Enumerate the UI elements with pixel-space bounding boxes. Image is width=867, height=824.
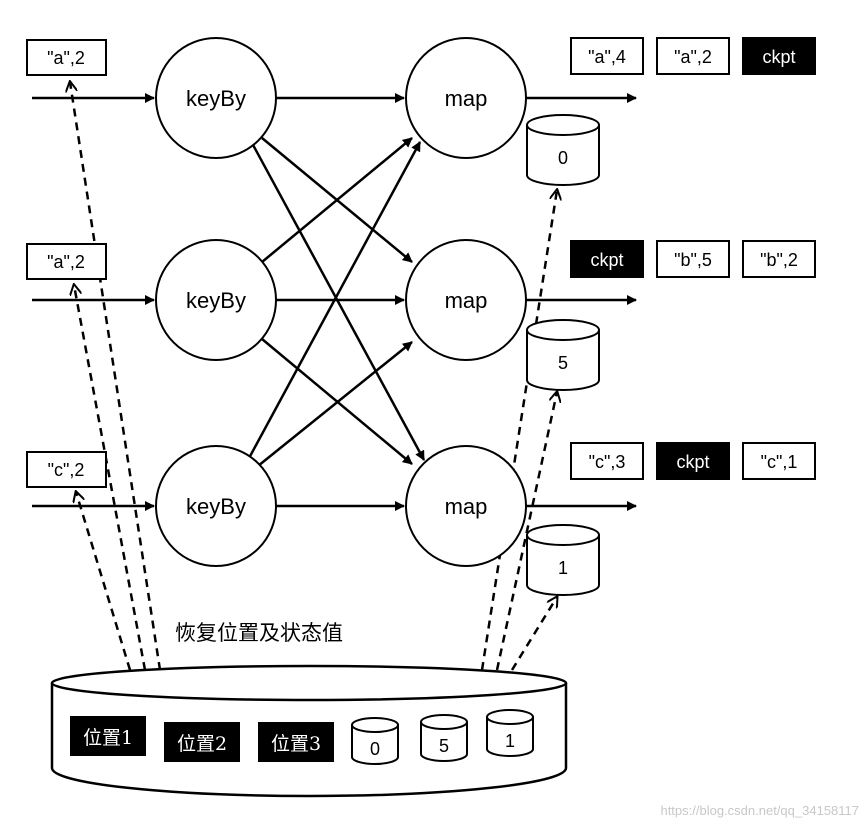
map-node-1-label: map [445, 86, 488, 111]
output-record-3-3-label: "c",1 [761, 452, 798, 472]
restore-arrow-input-3 [76, 492, 132, 671]
output-record-1-2-label: "a",2 [674, 47, 712, 67]
storage-state-0-label: 0 [370, 739, 380, 759]
state-store-1: 1 [526, 524, 600, 596]
output-record-3-2: ckpt [656, 442, 730, 480]
storage-state-5: 5 [420, 714, 468, 762]
restore-arrows [70, 82, 557, 671]
restore-arrow-state-0 [480, 190, 557, 671]
output-record-2-3-label: "b",2 [760, 250, 798, 270]
edge-k1-m3 [250, 142, 426, 461]
watermark-text: https://blog.csdn.net/qq_34158117 [660, 803, 859, 818]
storage-position-1-label: 位置1 [83, 727, 133, 749]
output-record-3-1: "c",3 [570, 442, 644, 480]
map-operators: map map map [405, 37, 527, 567]
map-node-2: map [405, 239, 527, 361]
keyby-node-3-label: keyBy [186, 494, 246, 519]
storage-position-2: 位置2 [164, 722, 240, 762]
restore-arrow-input-2 [74, 285, 147, 671]
state-store-5: 5 [526, 319, 600, 391]
output-record-1-1: "a",4 [570, 37, 644, 75]
storage-state-0: 0 [351, 717, 399, 765]
storage-state-1-label: 1 [505, 731, 515, 751]
storage-position-2-label: 位置2 [177, 733, 227, 755]
restore-arrow-state-1 [510, 597, 557, 671]
output-record-3-3: "c",1 [742, 442, 816, 480]
map-node-3: map [405, 445, 527, 567]
input-record-2: "a",2 [26, 243, 107, 280]
restore-arrow-state-5 [495, 392, 557, 671]
state-store-1-label: 1 [558, 558, 568, 578]
output-record-3-1-label: "c",3 [589, 452, 626, 472]
storage-state-1: 1 [486, 709, 534, 757]
keyby-node-1-label: keyBy [186, 86, 246, 111]
input-records: "a",2 "a",2 "c",2 [26, 39, 107, 488]
output-record-1-2: "a",2 [656, 37, 730, 75]
restore-label: 恢复位置及状态值 [175, 621, 343, 645]
input-record-2-label: "a",2 [47, 252, 85, 272]
storage-position-3: 位置3 [258, 722, 334, 762]
output-stream-arrows [526, 93, 637, 511]
output-record-1-1-label: "a",4 [588, 47, 626, 67]
input-record-3: "c",2 [26, 451, 107, 488]
edge-k2-m1 [261, 137, 413, 263]
input-record-1-label: "a",2 [47, 48, 85, 68]
state-store-0-label: 0 [558, 148, 568, 168]
keyby-node-2: keyBy [155, 239, 277, 361]
output-record-2-1: ckpt [570, 240, 644, 278]
operator-state-stores: 0 5 1 [526, 114, 600, 596]
edge-k3-m2 [257, 341, 413, 467]
map-node-3-label: map [445, 494, 488, 519]
checkpoint-storage: 位置1 位置2 位置3 0 5 1 [50, 664, 568, 798]
output-record-2-2: "b",5 [656, 240, 730, 278]
storage-position-1: 位置1 [70, 716, 146, 756]
output-record-1-3: ckpt [742, 37, 816, 75]
edge-k3-m1 [246, 141, 422, 461]
keyby-node-2-label: keyBy [186, 288, 246, 313]
output-record-2-2-label: "b",5 [674, 250, 712, 270]
output-record-2-3: "b",2 [742, 240, 816, 278]
storage-position-3-label: 位置3 [271, 733, 321, 755]
keyby-node-1: keyBy [155, 37, 277, 159]
output-record-1-3-label: ckpt [762, 47, 795, 67]
state-store-0: 0 [526, 114, 600, 186]
output-records: "a",4 "a",2 ckpt ckpt "b",5 "b",2 "c",3 ckpt "c"… [570, 37, 816, 480]
storage-state-5-label: 5 [439, 736, 449, 756]
map-node-2-label: map [445, 288, 488, 313]
keyby-operators: keyBy keyBy keyBy [155, 37, 277, 567]
map-node-1: map [405, 37, 527, 159]
keyby-node-3: keyBy [155, 445, 277, 567]
input-record-1: "a",2 [26, 39, 107, 76]
input-record-3-label: "c",2 [48, 460, 85, 480]
state-store-5-label: 5 [558, 353, 568, 373]
output-record-3-2-label: ckpt [676, 452, 709, 472]
input-stream-arrows [32, 93, 155, 511]
shuffle-arrows [246, 93, 426, 511]
output-record-2-1-label: ckpt [590, 250, 623, 270]
restore-arrow-input-1 [70, 82, 162, 671]
